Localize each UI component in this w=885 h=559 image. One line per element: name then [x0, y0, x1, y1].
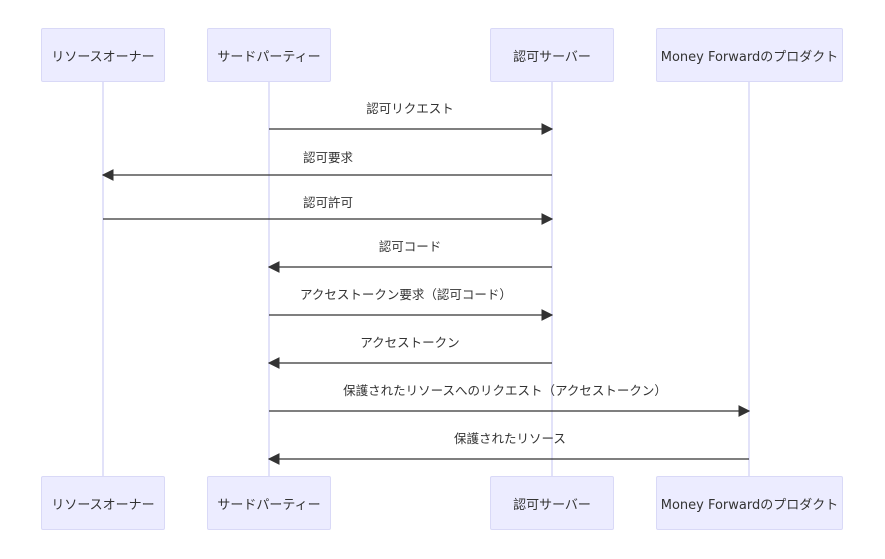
message-label: 認可許可 [302, 195, 354, 210]
actor-label: リソースオーナー [51, 497, 155, 513]
actor-label: 認可サーバー [513, 497, 591, 513]
message-label: 認可コード [378, 239, 442, 254]
actor-bottom-resource-owner: リソースオーナー [41, 476, 165, 530]
actor-label: サードパーティー [217, 497, 321, 513]
actor-label: 認可サーバー [513, 49, 591, 65]
actor-bottom-money-forward-product: Money Forwardのプロダクト [656, 476, 843, 530]
actor-label: Money Forwardのプロダクト [660, 497, 839, 513]
message-label: アクセストークン要求（認可コード） [300, 287, 512, 302]
actor-label: リソースオーナー [51, 49, 155, 65]
message-label: 認可リクエスト [366, 101, 454, 116]
message-label: 保護されたリソースへのリクエスト（アクセストークン） [343, 383, 667, 398]
actor-bottom-auth-server: 認可サーバー [490, 476, 614, 530]
actor-top-money-forward-product: Money Forwardのプロダクト [656, 28, 843, 82]
actor-top-third-party: サードパーティー [207, 28, 331, 82]
actor-top-auth-server: 認可サーバー [490, 28, 614, 82]
actor-label: サードパーティー [217, 49, 321, 65]
actor-bottom-third-party: サードパーティー [207, 476, 331, 530]
actor-label: Money Forwardのプロダクト [660, 49, 839, 65]
message-label: 保護されたリソース [454, 431, 566, 446]
actor-top-resource-owner: リソースオーナー [41, 28, 165, 82]
message-label: 認可要求 [302, 150, 354, 165]
message-label: アクセストークン [360, 335, 460, 350]
